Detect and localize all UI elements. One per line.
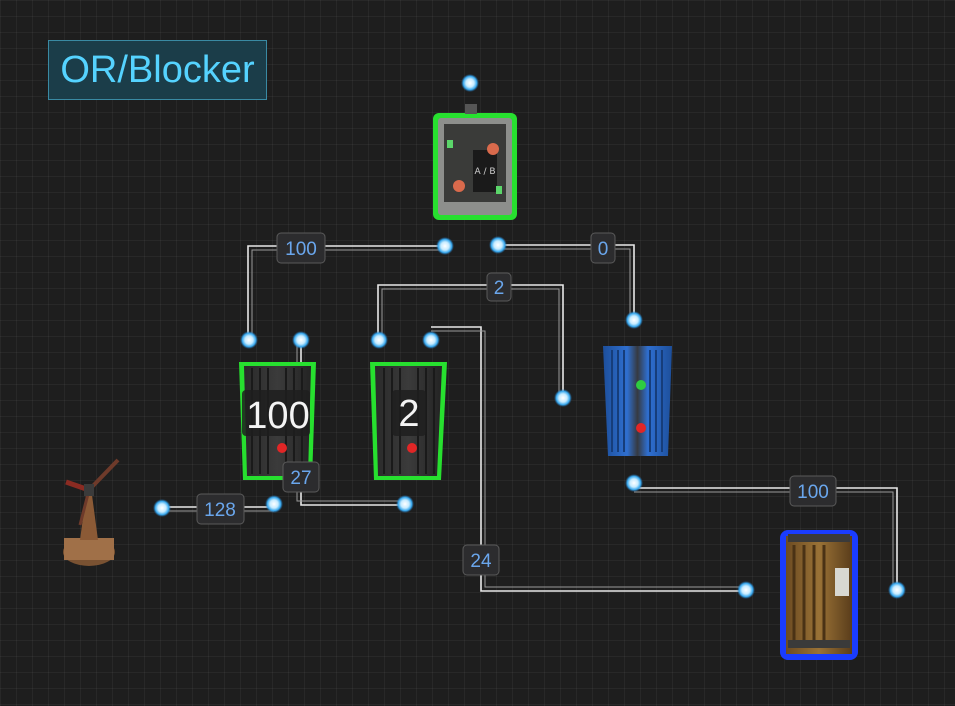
windmill-output-port[interactable] (153, 499, 171, 517)
or-switch-power-port[interactable] (461, 74, 479, 92)
wire-label-to-battery: 24 (462, 544, 500, 576)
left-counter-power-port[interactable] (265, 495, 283, 513)
wire-or-to-left-counter[interactable] (247, 245, 445, 340)
left-counter-device[interactable]: 100 (239, 362, 316, 480)
wire-label-middle-branch: 2 (486, 272, 512, 302)
ports[interactable] (153, 74, 906, 599)
or-switch-output-b-port[interactable] (489, 236, 507, 254)
svg-text:A / B: A / B (474, 167, 495, 177)
left-counter-display: 100 (246, 395, 309, 437)
blocker-block-port[interactable] (554, 389, 572, 407)
battery-input-port[interactable] (737, 581, 755, 599)
left-counter-input-port[interactable] (240, 331, 258, 349)
wire-label-blocker-to-battery: 100 (789, 475, 837, 507)
windmill-device[interactable] (63, 458, 120, 566)
blocker-device[interactable] (603, 346, 672, 456)
battery-output-port[interactable] (888, 581, 906, 599)
wire-label-counter-power: 27 (282, 461, 320, 493)
or-switch-device[interactable]: A / B (433, 104, 517, 220)
or-switch-output-a-port[interactable] (436, 237, 454, 255)
left-counter-output-port[interactable] (292, 331, 310, 349)
wire-label-or-to-blocker: 0 (590, 232, 616, 264)
right-counter-display: 2 (398, 393, 419, 435)
wire-or-to-blocker[interactable] (498, 244, 635, 318)
svg-text:128: 128 (204, 500, 236, 521)
diagram-title: OR/Blocker (48, 40, 267, 100)
wire-label-windmill-output: 128 (196, 493, 245, 525)
right-counter-device[interactable]: 2 (370, 362, 447, 480)
right-counter-power-port[interactable] (396, 495, 414, 513)
wire-label-or-to-left-counter: 100 (276, 232, 326, 264)
svg-text:100: 100 (797, 482, 829, 503)
svg-text:2: 2 (494, 278, 505, 299)
svg-text:24: 24 (470, 551, 492, 572)
right-counter-output-port[interactable] (422, 331, 440, 349)
right-counter-input-port[interactable] (370, 331, 388, 349)
wire-middle-branch[interactable] (377, 284, 564, 397)
battery-device[interactable] (780, 530, 858, 660)
svg-text:27: 27 (290, 468, 311, 489)
blocker-input-port[interactable] (625, 311, 643, 329)
blocker-output-port[interactable] (625, 474, 643, 492)
svg-text:0: 0 (598, 239, 609, 260)
wire-to-battery[interactable] (431, 326, 745, 592)
svg-text:100: 100 (285, 239, 317, 260)
